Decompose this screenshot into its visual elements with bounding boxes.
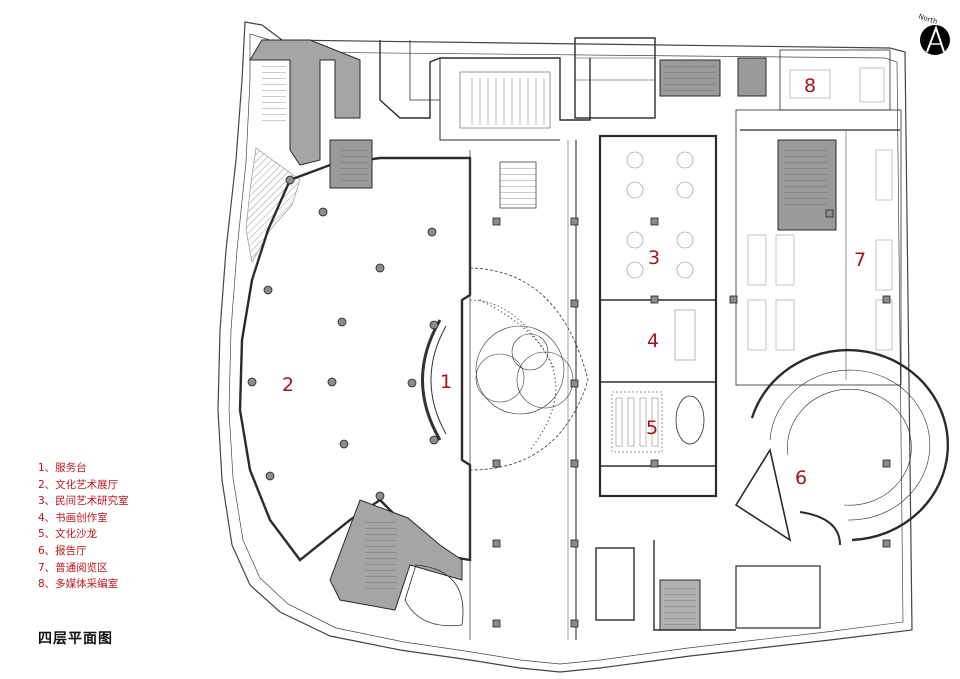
legend-item: 7、普通阅览区 — [38, 561, 108, 574]
north-seating — [471, 78, 545, 125]
north-wing — [379, 37, 656, 141]
reading-area — [735, 49, 902, 386]
legend-item: 1、服务台 — [38, 462, 87, 474]
legend-item: 3、民间艺术研究室 — [38, 495, 129, 508]
square-columns — [492, 209, 891, 628]
room-number-5: 5 — [646, 417, 658, 439]
lecture-hall — [734, 348, 949, 546]
plan-title: 四层平面图 — [38, 631, 113, 647]
legend-item: 5、文化沙龙 — [38, 528, 98, 541]
room-number-7: 7 — [854, 249, 866, 271]
structural-columns — [247, 175, 439, 501]
room-number-8: 8 — [804, 75, 816, 97]
north-label: North — [917, 12, 938, 26]
atrium-walls — [469, 140, 577, 640]
south-rooms — [404, 540, 821, 631]
room-legend: 1、服务台 2、文化艺术展厅 3、民间艺术研究室 4、书画创作室 5、文化沙龙 … — [38, 460, 129, 593]
room-number-1: 1 — [440, 371, 452, 393]
core-stairs — [262, 64, 828, 626]
room-number-6: 6 — [795, 467, 807, 489]
room-number-4: 4 — [647, 330, 659, 352]
legend-item: 6、报告厅 — [38, 544, 87, 557]
legend-item: 8、多媒体采编室 — [38, 578, 119, 591]
north-arrow: North — [917, 12, 950, 55]
building-outline — [217, 21, 913, 673]
room-number-2: 2 — [282, 374, 294, 396]
landscape-hatch — [245, 147, 301, 263]
research-room-furniture — [615, 151, 696, 447]
room-number-3: 3 — [648, 247, 660, 269]
legend-item: 2、文化艺术展厅 — [38, 478, 119, 491]
room-numbers: 1 2 3 4 5 6 7 8 — [282, 75, 866, 489]
legend-item: 4、书画创作室 — [38, 511, 108, 524]
service-desk-area — [421, 267, 589, 471]
